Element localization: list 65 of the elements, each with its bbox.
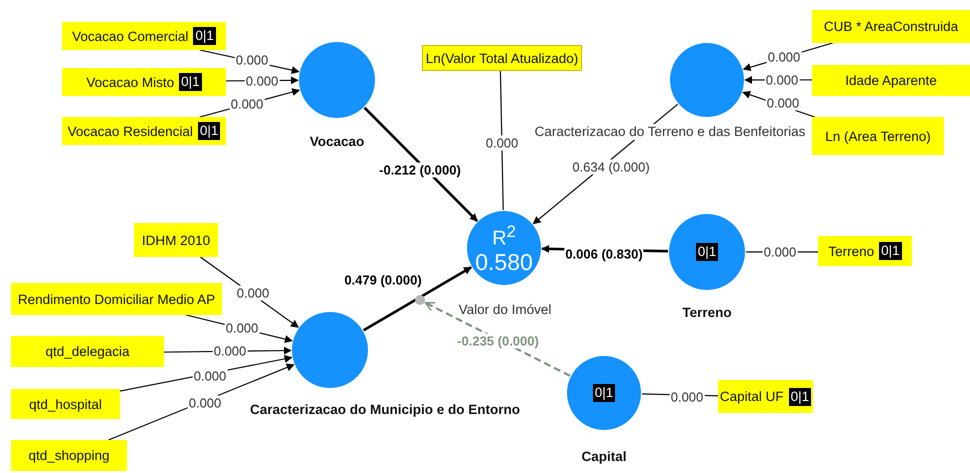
- indicator-box: [62, 68, 226, 96]
- indicator-box: [62, 117, 226, 145]
- edge-label: 0.000: [484, 136, 520, 150]
- edge-label: 0.000: [762, 244, 798, 260]
- indicator-box: [812, 65, 970, 96]
- edge-label: 0.000: [766, 50, 802, 64]
- indicator-name: Idade Aparente: [845, 73, 937, 88]
- indicator-name: CUB * AreaConstruida: [824, 19, 958, 34]
- r-squared-symbol: R$^{2}$: [492, 220, 516, 250]
- indicator-name: Vocacao Residencial: [68, 124, 193, 138]
- indicator-box: [62, 22, 226, 50]
- edge-label: 0.000: [244, 74, 280, 88]
- edge-label: 0.634 (0.000): [571, 160, 651, 174]
- indicator-name: qtd_shopping: [28, 448, 110, 463]
- indicator-name: IDHM 2010: [142, 232, 210, 248]
- indicator-box: [11, 283, 222, 315]
- r-squared-value: 0.580: [475, 249, 533, 276]
- indicator-name: Ln (Area Terreno): [825, 128, 931, 144]
- construct-name: Caracterizacao do Terreno e das Benfeitorias: [532, 124, 808, 140]
- indicator-name: Vocacao Comercial: [72, 28, 188, 44]
- indicator-box: [812, 10, 970, 43]
- edge-label: 0.000: [234, 52, 270, 68]
- edge-label: 0.000: [192, 368, 228, 384]
- indicator-box: [422, 45, 582, 71]
- edge-label: -0.212 (0.000): [378, 162, 462, 178]
- indicator-box: [134, 223, 218, 257]
- indicator-box: [818, 236, 912, 266]
- path-arrow: [364, 106, 478, 222]
- indicator-name: Vocacao Misto: [86, 74, 174, 90]
- binary-badge: 0|1: [788, 388, 812, 406]
- connector-line: [500, 70, 504, 210]
- edge-label: 0.000: [766, 96, 800, 110]
- construct-name: Valor do Imóvel: [456, 302, 554, 318]
- binary-badge: 0|1: [198, 122, 220, 140]
- indicator-box: [11, 336, 164, 367]
- edge-label: 0.000: [670, 390, 704, 404]
- indicator-name: Terreno: [828, 244, 874, 258]
- edge-label: 0.000: [188, 396, 222, 410]
- edge-label: 0.000: [224, 320, 260, 336]
- binary-badge: 0|1: [592, 384, 616, 402]
- junction-dot: [415, 295, 425, 305]
- indicator-box: [718, 380, 813, 413]
- indicator-name: Ln(Valor Total Atualizado): [426, 50, 578, 66]
- indicator-name: qtd_hospital: [29, 396, 102, 412]
- indicator-box: [11, 389, 120, 419]
- binary-badge: 0|1: [193, 27, 216, 45]
- construct-name: Capital: [580, 449, 628, 465]
- binary-badge: 0|1: [879, 242, 902, 260]
- indicator-box: [812, 117, 944, 155]
- indicator-box: [11, 440, 127, 471]
- indicator-name: Capital UF: [720, 389, 784, 404]
- construct-name: Caracterizacao do Municipio e do Entorno: [248, 402, 522, 418]
- indicator-name: qtd_delegacia: [45, 344, 130, 359]
- edge-label: 0.006 (0.830): [564, 246, 644, 262]
- path-arrow: [362, 266, 472, 332]
- edge-label: 0.000: [212, 344, 248, 358]
- edge-label: 0.000: [230, 96, 264, 112]
- edge-label: 0.000: [764, 72, 800, 88]
- construct-circle: [467, 211, 541, 285]
- indicator-name: Rendimento Domiciliar Medio AP: [18, 292, 216, 306]
- edge-label: 0.000: [236, 286, 270, 300]
- edge-label: -0.235 (0.000): [456, 334, 540, 348]
- edge-label: 0.479 (0.000): [343, 272, 423, 288]
- binary-badge: 0|1: [179, 73, 202, 91]
- binary-badge: 0|1: [696, 243, 718, 261]
